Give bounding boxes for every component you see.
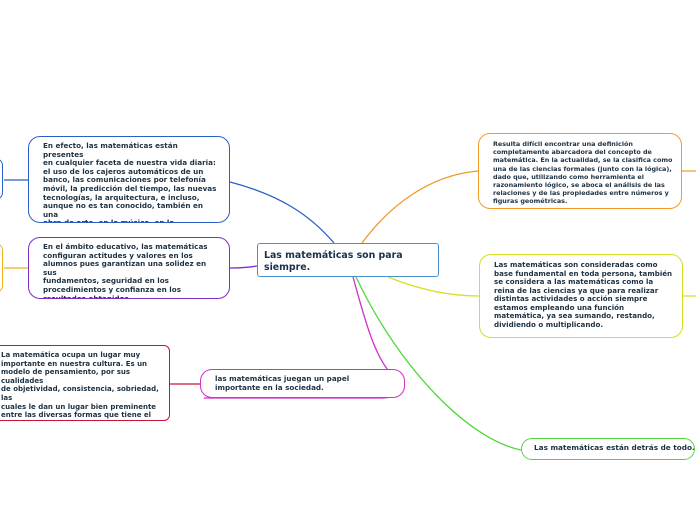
topic-definition[interactable]: Resulta difícil encontrar una definición…: [478, 133, 682, 209]
connector-orange: [361, 170, 479, 244]
connector-purple: [229, 265, 258, 269]
topic-foundation[interactable]: Las matemáticas son consideradas como ba…: [479, 254, 683, 338]
topic-behind-everything[interactable]: Las matemáticas están detrás de todo.: [521, 438, 695, 460]
connector-green: [355, 276, 522, 451]
topic-everyday-life[interactable]: En efecto, las matemáticas están present…: [28, 136, 230, 223]
subtopic-culture[interactable]: La matemática ocupa un lugar muy importa…: [0, 345, 170, 421]
topic-society[interactable]: las matemáticas juegan un papel importan…: [200, 369, 405, 398]
topic-education[interactable]: En el ámbito educativo, las matemáticas …: [28, 237, 230, 299]
connector-yellow: [387, 276, 480, 297]
offscreen-node-left-yellow[interactable]: [0, 243, 3, 293]
offscreen-node-left-blue[interactable]: [0, 158, 3, 200]
connector-blue: [229, 181, 335, 244]
central-topic[interactable]: Las matemáticas son para siempre.: [257, 243, 439, 277]
